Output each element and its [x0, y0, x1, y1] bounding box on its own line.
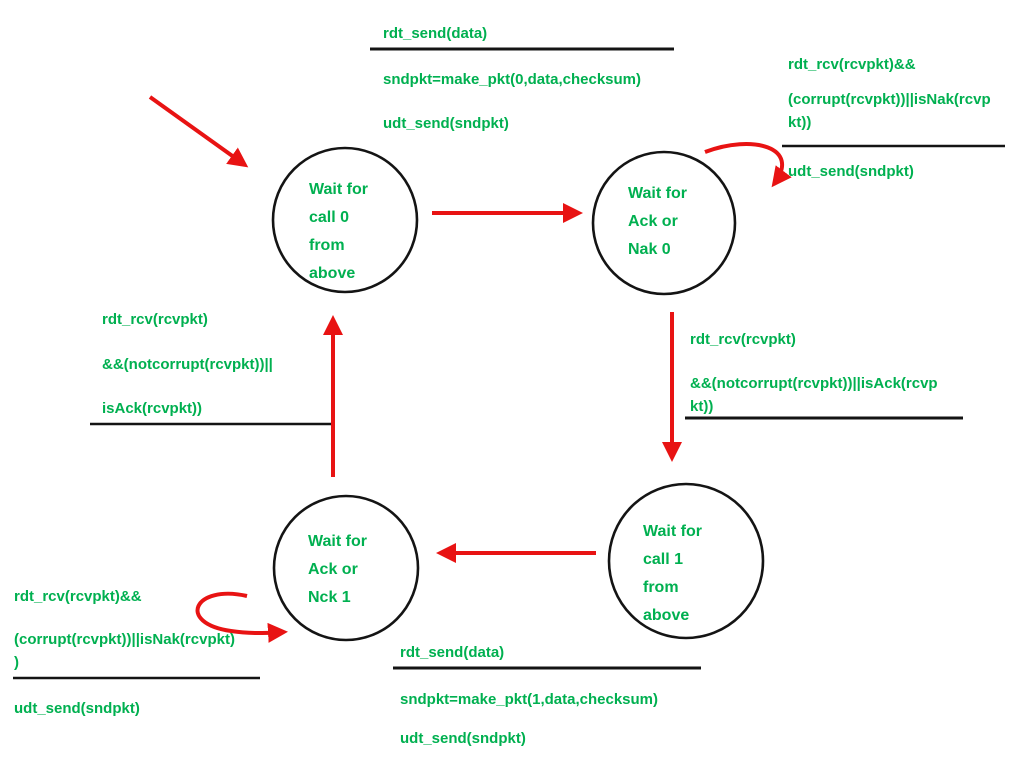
- label-resend1-condition: rdt_rcv(rcvpkt)&&: [14, 588, 142, 605]
- label-ack1-condition: &&(notcorrupt(rcvpkt))||: [102, 356, 273, 373]
- state-line: Wait for: [309, 181, 368, 198]
- label-resend0-action: udt_send(sndpkt): [788, 163, 914, 180]
- state-line: above: [309, 265, 356, 282]
- label-ack0-condition: kt)): [690, 398, 714, 415]
- state-circle-wait-call-1: [607, 482, 765, 640]
- state-line: Wait for: [643, 523, 702, 540]
- state-line: call 1: [643, 551, 684, 568]
- label-resend0-condition: rdt_rcv(rcvpkt)&&: [788, 56, 916, 73]
- label-resend1-condition: ): [14, 654, 19, 671]
- label-ack1-condition: isAck(rcvpkt)): [102, 400, 203, 417]
- state-line: Nak 0: [628, 241, 671, 258]
- label-send0-action: sndpkt=make_pkt(0,data,checksum): [383, 71, 642, 88]
- state-label-wait-call-1: Wait for call 1 from above: [643, 518, 702, 630]
- state-line: from: [309, 237, 345, 254]
- label-resend0-condition: (corrupt(rcvpkt))||isNak(rcvp: [788, 91, 991, 108]
- label-resend1-condition: (corrupt(rcvpkt))||isNak(rcvpkt): [14, 631, 235, 648]
- state-line: Nck 1: [308, 589, 351, 606]
- label-ack0-condition: rdt_rcv(rcvpkt): [690, 331, 796, 348]
- state-circle-wait-ack-nak-0: [591, 150, 737, 296]
- self-loop-resend0: [704, 141, 792, 188]
- state-label-wait-ack-nck-1: Wait for Ack or Nck 1: [308, 528, 367, 612]
- state-label-wait-ack-nak-0: Wait for Ack or Nak 0: [628, 180, 687, 264]
- label-ack0-condition: &&(notcorrupt(rcvpkt))||isAck(rcvp: [690, 375, 938, 392]
- label-send1-action: sndpkt=make_pkt(1,data,checksum): [400, 691, 659, 708]
- initial-arrow: [148, 95, 249, 168]
- label-send1-action: udt_send(sndpkt): [400, 730, 526, 747]
- label-ack1-condition: rdt_rcv(rcvpkt): [102, 311, 208, 328]
- label-resend0-condition: kt)): [788, 114, 812, 131]
- state-line: Wait for: [308, 533, 367, 550]
- label-send1-event: rdt_send(data): [400, 644, 505, 661]
- state-circle-wait-call-0: [271, 146, 419, 294]
- label-resend1-action: udt_send(sndpkt): [14, 700, 140, 717]
- label-send0-event: rdt_send(data): [383, 25, 488, 42]
- state-line: Wait for: [628, 185, 687, 202]
- label-send0-action: udt_send(sndpkt): [383, 115, 509, 132]
- state-label-wait-call-0: Wait for call 0 from above: [309, 176, 368, 288]
- self-loop-resend1: [195, 591, 288, 643]
- state-line: from: [643, 579, 679, 596]
- state-line: Ack or: [628, 213, 678, 230]
- state-line: above: [643, 607, 690, 624]
- state-line: call 0: [309, 209, 350, 226]
- state-circle-wait-ack-nck-1: [272, 494, 420, 642]
- state-line: Ack or: [308, 561, 358, 578]
